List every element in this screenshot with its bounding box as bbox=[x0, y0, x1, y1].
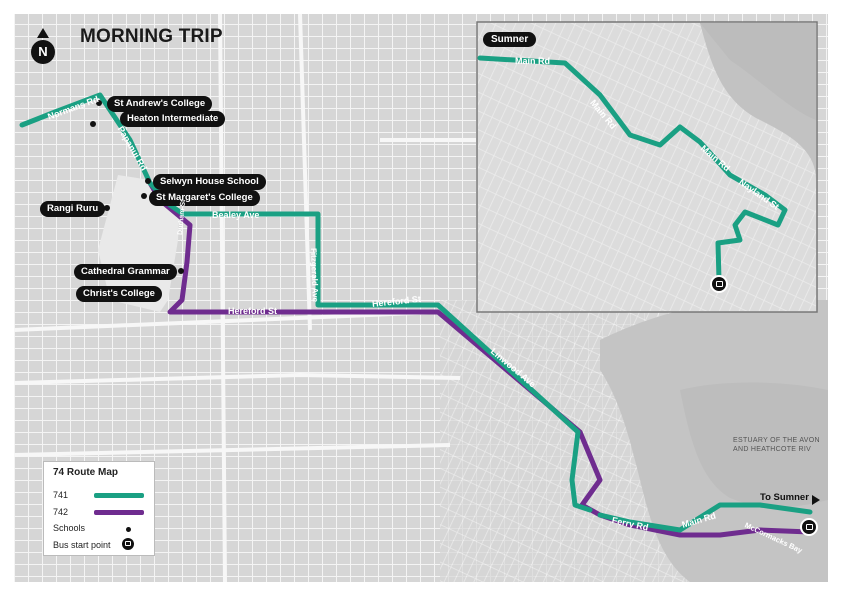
school-label: Rangi Ruru bbox=[40, 201, 106, 217]
street-label: Bealey Ave bbox=[212, 210, 260, 220]
legend-label-742: 742 bbox=[53, 507, 69, 517]
bus-start-icon bbox=[800, 518, 818, 536]
legend-label-741: 741 bbox=[53, 490, 69, 500]
street-label: Main Rd bbox=[515, 56, 550, 66]
bus-icon bbox=[122, 538, 134, 550]
school-label: Selwyn House School bbox=[153, 174, 266, 190]
street-label: Hereford St bbox=[228, 306, 278, 316]
estuary-label: ESTUARY OF THE AVON AND HEATHCOTE RIV bbox=[733, 437, 820, 453]
inset-label-sumner: Sumner bbox=[483, 32, 537, 47]
page-title: MORNING TRIP bbox=[80, 26, 223, 47]
arrow-right-icon bbox=[812, 495, 820, 505]
bus-start-icon bbox=[710, 275, 728, 293]
school-label: Heaton Intermediate bbox=[120, 111, 226, 127]
north-arrow-icon bbox=[37, 28, 49, 38]
school-label: St Andrew's College bbox=[107, 96, 213, 112]
legend: 74 Route Map 741 742 Schools Bus start p… bbox=[43, 461, 155, 556]
school-label: St Margaret's College bbox=[149, 190, 260, 206]
route-741-line bbox=[19, 92, 813, 533]
legend-label-bus-start: Bus start point bbox=[53, 540, 111, 550]
legend-title: 74 Route Map bbox=[53, 467, 119, 478]
school-dot bbox=[104, 205, 110, 211]
legend-swatch-742 bbox=[94, 510, 144, 515]
school-dot bbox=[178, 268, 184, 274]
legend-label-schools: Schools bbox=[53, 523, 86, 533]
to-sumner-label: To Sumner bbox=[760, 492, 809, 503]
school-dot bbox=[90, 121, 96, 127]
school-dot-icon bbox=[126, 527, 131, 532]
street-label: Fitzgerald Ave bbox=[309, 247, 320, 303]
north-label: N bbox=[31, 40, 55, 64]
inset-route-741 bbox=[477, 55, 788, 283]
school-dot bbox=[145, 178, 151, 184]
north-arrow: N bbox=[29, 28, 57, 72]
school-label: Christ's College bbox=[76, 286, 162, 302]
legend-swatch-741 bbox=[94, 493, 144, 498]
school-dot bbox=[96, 100, 102, 106]
school-dot bbox=[141, 193, 147, 199]
school-label: Cathedral Grammar bbox=[74, 264, 177, 280]
